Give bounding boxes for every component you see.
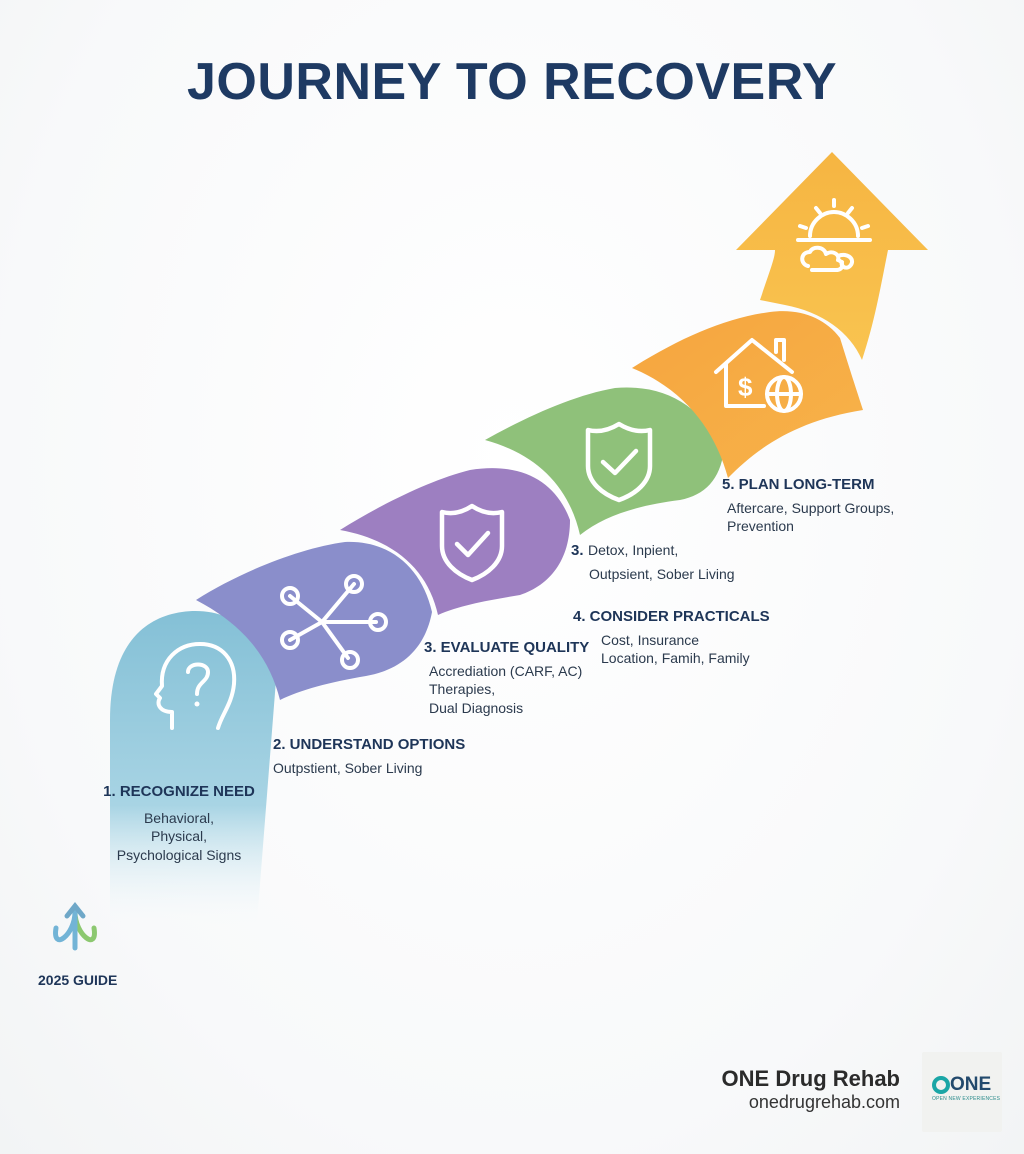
step-2-segment bbox=[196, 541, 432, 700]
step-3-heading: 3. EVALUATE QUALITY bbox=[424, 639, 590, 656]
step-5-label: 5. PLAN LONG-TERM Aftercare, Support Gro… bbox=[722, 475, 894, 536]
network-nodes-icon bbox=[280, 574, 388, 670]
step-3b-line-1: Detox, Inpient, bbox=[587, 542, 679, 558]
step-4-line-2: Location, Famih, Family bbox=[601, 650, 750, 667]
step-1-label: 1. RECOGNIZE NEED Behavioral, Physical, … bbox=[96, 782, 262, 864]
logo-ring-icon bbox=[932, 1076, 950, 1094]
step-4-heading: 4. CONSIDER PRACTICALS bbox=[573, 608, 770, 625]
guide-arrows-icon bbox=[53, 901, 97, 951]
shield-check-icon bbox=[585, 421, 653, 503]
step-4-label: 4. CONSIDER PRACTICALS Cost, Insurance L… bbox=[573, 607, 770, 668]
brand-url[interactable]: onedrugrehab.com bbox=[748, 1092, 900, 1112]
step-5-heading: 5. PLAN LONG-TERM bbox=[722, 476, 875, 493]
step-5-line-2: Prevention bbox=[727, 518, 794, 535]
svg-text:$: $ bbox=[738, 372, 753, 402]
step-4-line-1: Cost, Insurance bbox=[601, 631, 700, 648]
sun-cloud-icon bbox=[796, 198, 872, 272]
step-2-line-1: Outpstient, Sober Living bbox=[273, 759, 423, 776]
step-3b-heading: 3. bbox=[571, 542, 584, 559]
step-1-line-3: Psychological Signs bbox=[116, 846, 242, 863]
step-5-line-1: Aftercare, Support Groups, bbox=[727, 499, 895, 516]
shield-check-icon bbox=[439, 503, 505, 583]
step-3-line-2: Therapies, bbox=[429, 681, 496, 698]
brand-name: ONE Drug Rehab bbox=[721, 1066, 900, 1091]
step-3-label: 3. EVALUATE QUALITY Accrediation (CARF, … bbox=[424, 638, 589, 717]
page-title: JOURNEY TO RECOVERY bbox=[186, 53, 838, 111]
step-3-line-3: Dual Diagnosis bbox=[429, 699, 524, 716]
step-3-segment bbox=[340, 468, 570, 615]
head-question-icon bbox=[154, 642, 237, 730]
step-1-line-1: Behavioral, bbox=[143, 809, 215, 826]
logo-text: ONE bbox=[950, 1074, 992, 1095]
step-6-arrow bbox=[736, 152, 928, 360]
step-1-segment bbox=[110, 611, 276, 935]
step-1-heading: 1. RECOGNIZE NEED bbox=[103, 783, 255, 800]
house-dollar-globe-icon: $ bbox=[714, 338, 803, 413]
step-3b-label: 3. Detox, Inpient, Outpsient, Sober Livi… bbox=[571, 540, 735, 584]
step-5-segment bbox=[632, 311, 863, 478]
step-3-line-1: Accrediation (CARF, AC) bbox=[429, 662, 583, 679]
brand-logo bbox=[922, 1052, 1002, 1132]
step-2-heading: 2. UNDERSTAND OPTIONS bbox=[273, 736, 466, 753]
guide-badge: 2025 GUIDE bbox=[38, 972, 118, 988]
step-3b-line-2: Outpsient, Sober Living bbox=[589, 566, 735, 583]
step-2-label: 2. UNDERSTAND OPTIONS Outpstient, Sober … bbox=[273, 735, 465, 777]
logo-subtitle: OPEN NEW EXPERIENCES bbox=[932, 1096, 1001, 1102]
step-1-line-2: Physical, bbox=[150, 828, 208, 845]
